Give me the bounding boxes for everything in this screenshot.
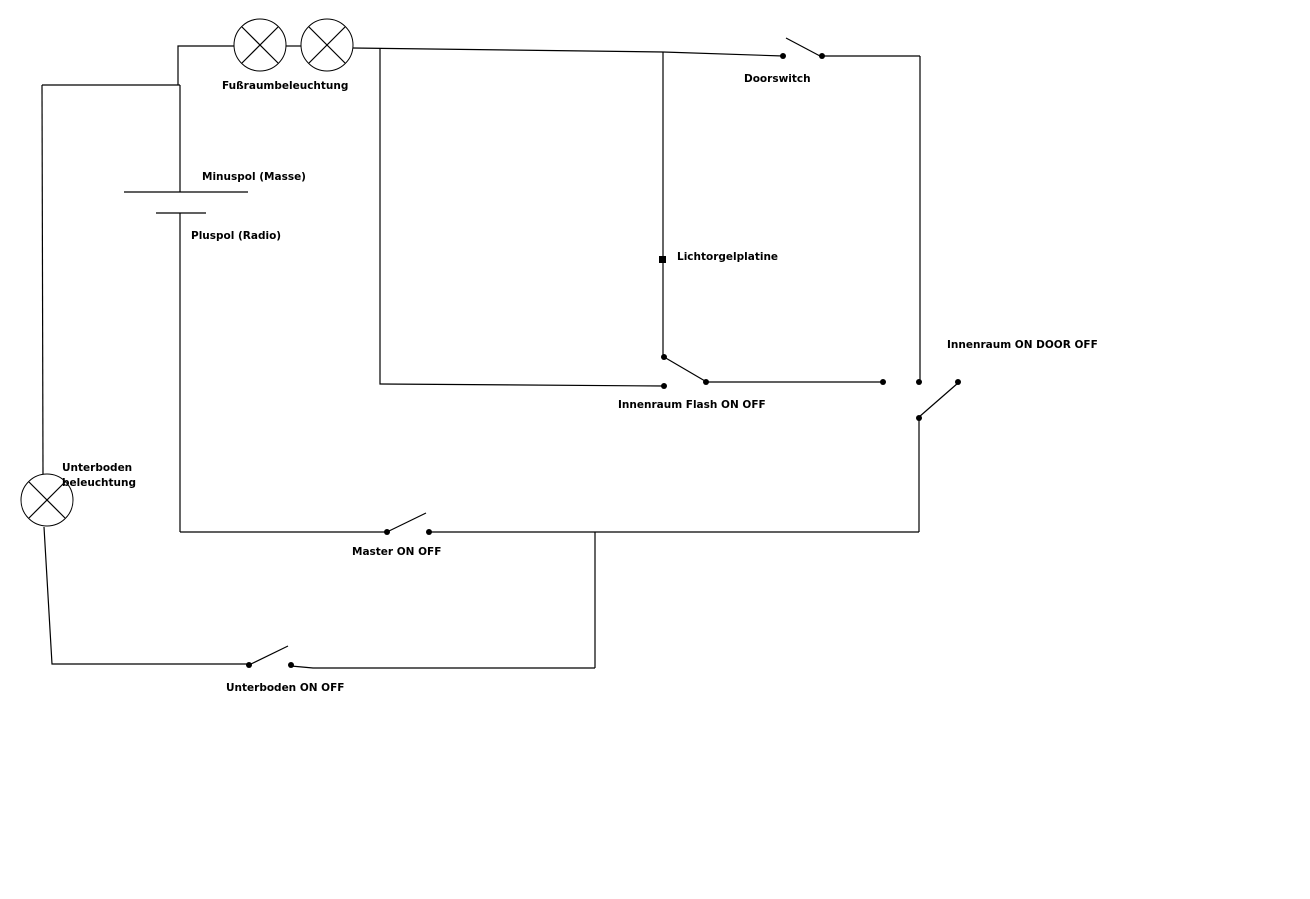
underbody-lamp-label-line1: Unterboden — [62, 462, 132, 474]
interior-flash-label: Innenraum Flash ON OFF — [618, 399, 766, 411]
footwell-lamp-2 — [300, 18, 354, 72]
footwell-label: Fußraumbeleuchtung — [222, 80, 348, 92]
board-label: Lichtorgelplatine — [677, 251, 778, 263]
door-switch — [780, 37, 921, 382]
underbody-lamp — [20, 473, 74, 527]
lichtorgel-board-marker — [659, 256, 666, 263]
interior-door-switch — [916, 379, 961, 532]
underbody-lamp-label-line2: beleuchtung — [62, 477, 136, 489]
footwell-lamp-1 — [233, 18, 287, 72]
top-bus-wires — [352, 47, 784, 387]
minus-pole-label: Minuspol (Masse) — [202, 171, 306, 183]
doorswitch-label: Doorswitch — [744, 73, 811, 85]
left-rail — [41, 84, 249, 665]
interior-door-label: Innenraum ON DOOR OFF — [947, 339, 1098, 351]
master-switch — [180, 512, 919, 668]
underbody-switch — [246, 645, 595, 669]
left-top-wires — [42, 45, 301, 192]
plus-pole-label: Pluspol (Radio) — [191, 230, 281, 242]
underbody-switch-label: Unterboden ON OFF — [226, 682, 344, 694]
interior-flash-switch — [661, 354, 886, 389]
battery-symbol — [124, 191, 248, 532]
master-label: Master ON OFF — [352, 546, 441, 558]
